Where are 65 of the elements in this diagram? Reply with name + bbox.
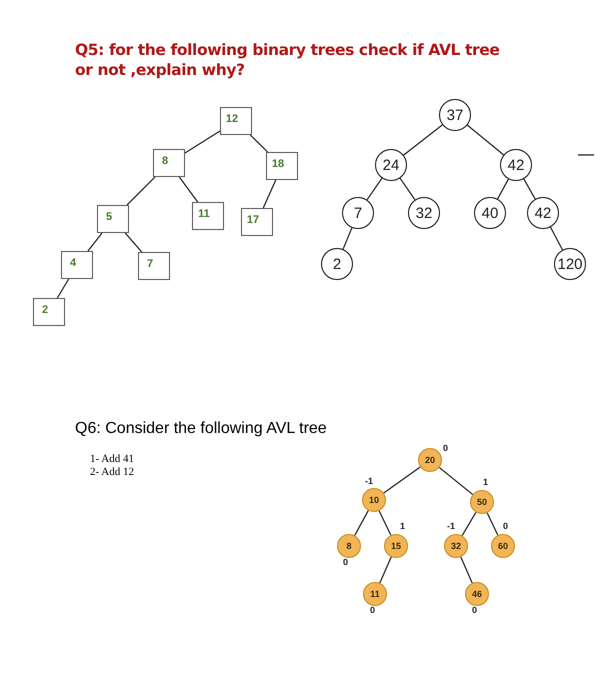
tree-edge <box>178 176 198 202</box>
tree-node-circle: 32 <box>408 197 440 229</box>
tree-node-box: 18 <box>266 152 298 180</box>
tree-edge <box>383 466 421 494</box>
tree-edge <box>467 124 504 156</box>
tree-node-box: 12 <box>220 107 252 135</box>
balance-factor: 0 <box>343 557 348 567</box>
tree-node-box: 5 <box>97 205 129 233</box>
tree-edge <box>462 512 476 536</box>
tree-edge <box>438 467 474 495</box>
balance-factor: 0 <box>443 443 448 453</box>
tree-edge <box>56 278 70 298</box>
balance-factor: -1 <box>447 521 456 531</box>
dash-mark: — <box>578 146 594 164</box>
tree-edge <box>342 228 352 250</box>
tree-node-circle: 8 <box>337 534 361 558</box>
tree-node-circle: 37 <box>439 99 471 131</box>
balance-factor: 0 <box>472 605 478 615</box>
tree-node-circle: 42 <box>500 149 532 181</box>
tree-edge <box>366 178 382 200</box>
balance-factor: 1 <box>483 477 488 487</box>
tree-edge <box>126 176 156 206</box>
balance-factor: 0 <box>503 521 508 531</box>
tree-edge <box>379 556 392 584</box>
tree-node-circle: 10 <box>362 488 386 512</box>
tree-node-circle: 60 <box>491 534 515 558</box>
tree-edge <box>486 512 498 536</box>
tree-edge <box>354 510 369 536</box>
tree-edge <box>550 226 564 250</box>
question-heading: Q6: Consider the following AVL tree <box>75 420 327 438</box>
tree-node-circle: 42 <box>527 197 559 229</box>
tree-node-circle: 32 <box>444 534 468 558</box>
tree-node-box: 2 <box>33 298 65 326</box>
tree-node-circle: 120 <box>554 248 586 280</box>
tree-edge <box>87 232 103 252</box>
balance-factor: 0 <box>370 605 376 615</box>
tree-edge <box>184 130 220 154</box>
tree-node-circle: 11 <box>363 582 387 606</box>
tree-node-box: 7 <box>138 252 170 280</box>
tree-node-circle: 40 <box>474 197 506 229</box>
tree-node-box: 4 <box>61 251 93 279</box>
balance-factor: 1 <box>400 521 406 531</box>
balance-factor: -1 <box>365 476 374 486</box>
task-item: 2- Add 12 <box>90 466 134 478</box>
tree-node-box: 11 <box>192 202 224 230</box>
tree-edge <box>250 134 268 152</box>
tree-edge <box>400 178 416 200</box>
tree-node-circle: 50 <box>470 490 494 514</box>
tree-edge <box>497 178 509 200</box>
task-item: 1- Add 41 <box>90 453 134 465</box>
tree-node-circle: 7 <box>342 197 374 229</box>
question-title: Q5: for the following binary trees check if AVL tree or not ,explain why? <box>75 40 500 80</box>
tree-edge <box>523 178 536 200</box>
tree-edge <box>262 180 276 208</box>
tree-node-circle: 20 <box>418 448 442 472</box>
tree-edge <box>403 124 443 156</box>
tree-node-box: 8 <box>153 149 185 177</box>
tree-node-circle: 15 <box>384 534 408 558</box>
tree-edge <box>124 232 142 252</box>
tree-edge <box>460 556 473 584</box>
tree-node-circle: 2 <box>321 248 353 280</box>
tree-node-box: 17 <box>241 208 273 236</box>
tree-node-circle: 24 <box>375 149 407 181</box>
tree-node-circle: 46 <box>465 582 489 606</box>
tree-edge <box>378 510 392 536</box>
